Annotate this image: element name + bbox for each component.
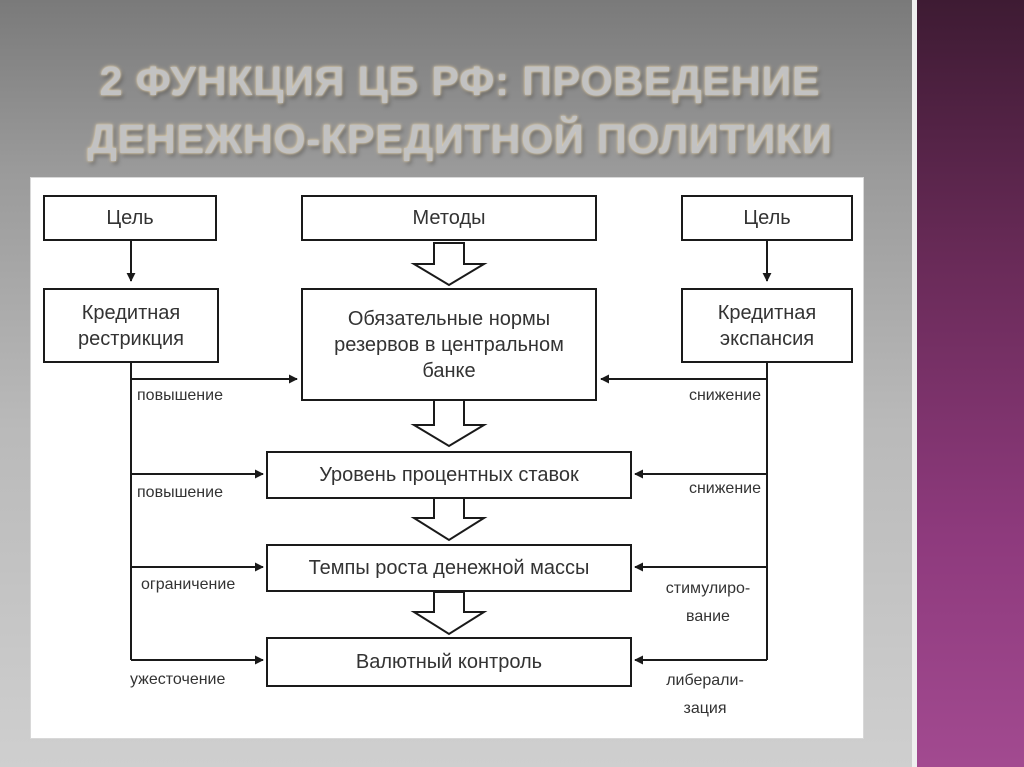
right-label-currency: либерали-зация: [666, 672, 744, 717]
interest-rates-box: Уровень процентных ставок: [266, 451, 632, 499]
block-arrow-methods-to-reserves: [410, 242, 488, 287]
left-label-reserves: повышение: [137, 387, 223, 404]
title-line-2: ДЕНЕЖНО-КРЕДИТНОЙ ПОЛИТИКИ: [87, 116, 833, 162]
credit-restriction-label: Кредитная рестрикция: [78, 301, 184, 350]
currency-control-label: Валютный контроль: [355, 651, 543, 673]
title-line-1: 2 ФУНКЦИЯ ЦБ РФ: ПРОВЕДЕНИЕ: [99, 58, 821, 104]
reserve-requirements-label: Обязательные нормы резервов в центрально…: [334, 307, 564, 382]
money-supply-growth-box: Темпы роста денежной массы: [266, 544, 632, 592]
currency-control-box: Валютный контроль: [266, 637, 632, 687]
credit-expansion-label: Кредитная экспансия: [717, 301, 817, 350]
left-label-currency: ужесточение: [130, 671, 226, 688]
slide-title: 2 ФУНКЦИЯ ЦБ РФ: ПРОВЕДЕНИЕ ДЕНЕЖНО-КРЕД…: [20, 52, 900, 168]
left-label-money: ограничение: [141, 576, 236, 593]
connector-lines: [126, 241, 772, 665]
goal-left-box: Цель: [43, 195, 217, 241]
credit-restriction-box: Кредитная рестрикция: [43, 288, 219, 363]
reserve-requirements-box: Обязательные нормы резервов в центрально…: [301, 288, 597, 401]
left-label-rates: повышение: [137, 484, 223, 501]
money-supply-growth-label: Темпы роста денежной массы: [308, 557, 590, 579]
block-arrow-rates-to-money: [410, 497, 488, 542]
block-arrow-reserves-to-rates: [410, 399, 488, 448]
right-label-reserves: снижение: [688, 387, 761, 404]
goal-left-label: Цель: [106, 207, 154, 229]
methods-label: Методы: [412, 207, 486, 229]
block-arrow-money-to-currency: [410, 591, 488, 636]
credit-expansion-box: Кредитная экспансия: [681, 288, 853, 363]
diagram-panel: Цель Методы Цель Кредитная рестрикция Об…: [30, 177, 864, 739]
right-label-rates: снижение: [688, 480, 761, 497]
interest-rates-label: Уровень процентных ставок: [319, 464, 579, 486]
goal-right-box: Цель: [681, 195, 853, 241]
decorative-side-band: [912, 0, 1024, 767]
methods-box: Методы: [301, 195, 597, 241]
right-label-money: стимулиро-вание: [665, 580, 751, 625]
goal-right-label: Цель: [743, 207, 791, 229]
